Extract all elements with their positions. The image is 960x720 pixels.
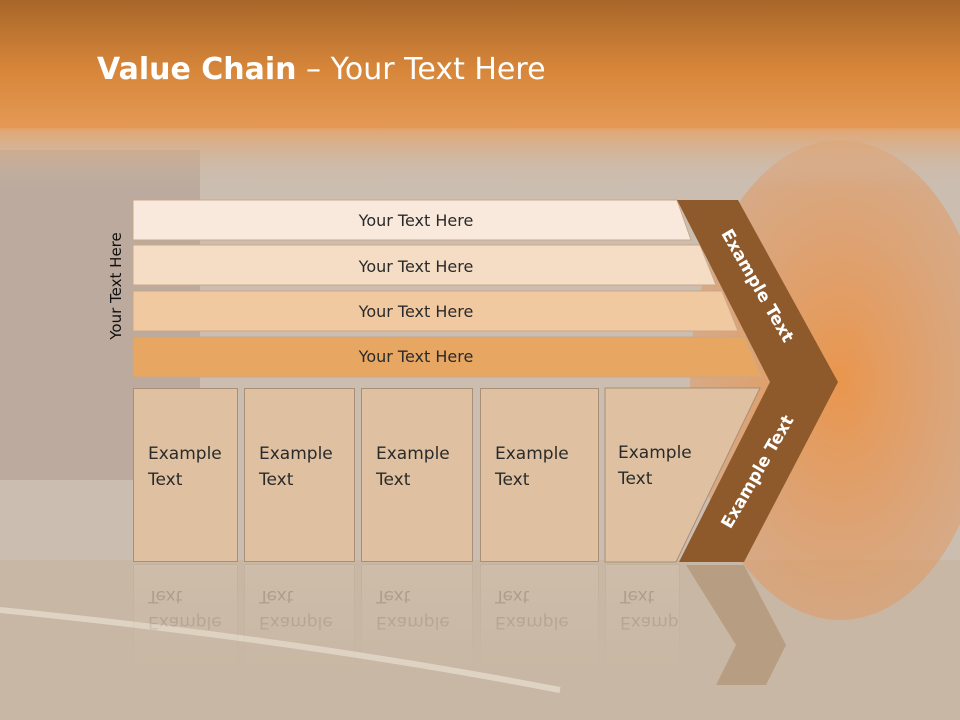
page-title: Value Chain – Your Text Here [97,52,546,87]
title-rest: – Your Text Here [296,52,546,87]
column-1: Example Text [133,388,238,562]
column-1-reflection: Example Text [133,564,238,694]
column-2-reflection: Example Text [244,564,355,694]
band-3 [132,290,739,332]
band-1 [132,199,692,241]
column-4-reflection: Example Text [480,564,599,694]
column-5-shape [604,387,761,563]
band-2 [132,244,717,286]
column-4: Example Text [480,388,599,562]
column-3: Example Text [361,388,473,562]
column-5-reflection: Example Text [605,564,694,694]
column-4-text: Example Text [495,444,569,490]
column-3-text: Example Text [376,444,450,490]
chevron-reflection [686,565,786,685]
band-4 [132,336,763,378]
column-5-text: Example Text [618,443,692,489]
column-2: Example Text [244,388,355,562]
chevron-arrow [677,200,838,562]
column-2-text: Example Text [259,444,333,490]
column-1-text: Example Text [148,444,222,490]
column-3-reflection: Example Text [361,564,473,694]
title-bold: Value Chain [97,52,297,87]
